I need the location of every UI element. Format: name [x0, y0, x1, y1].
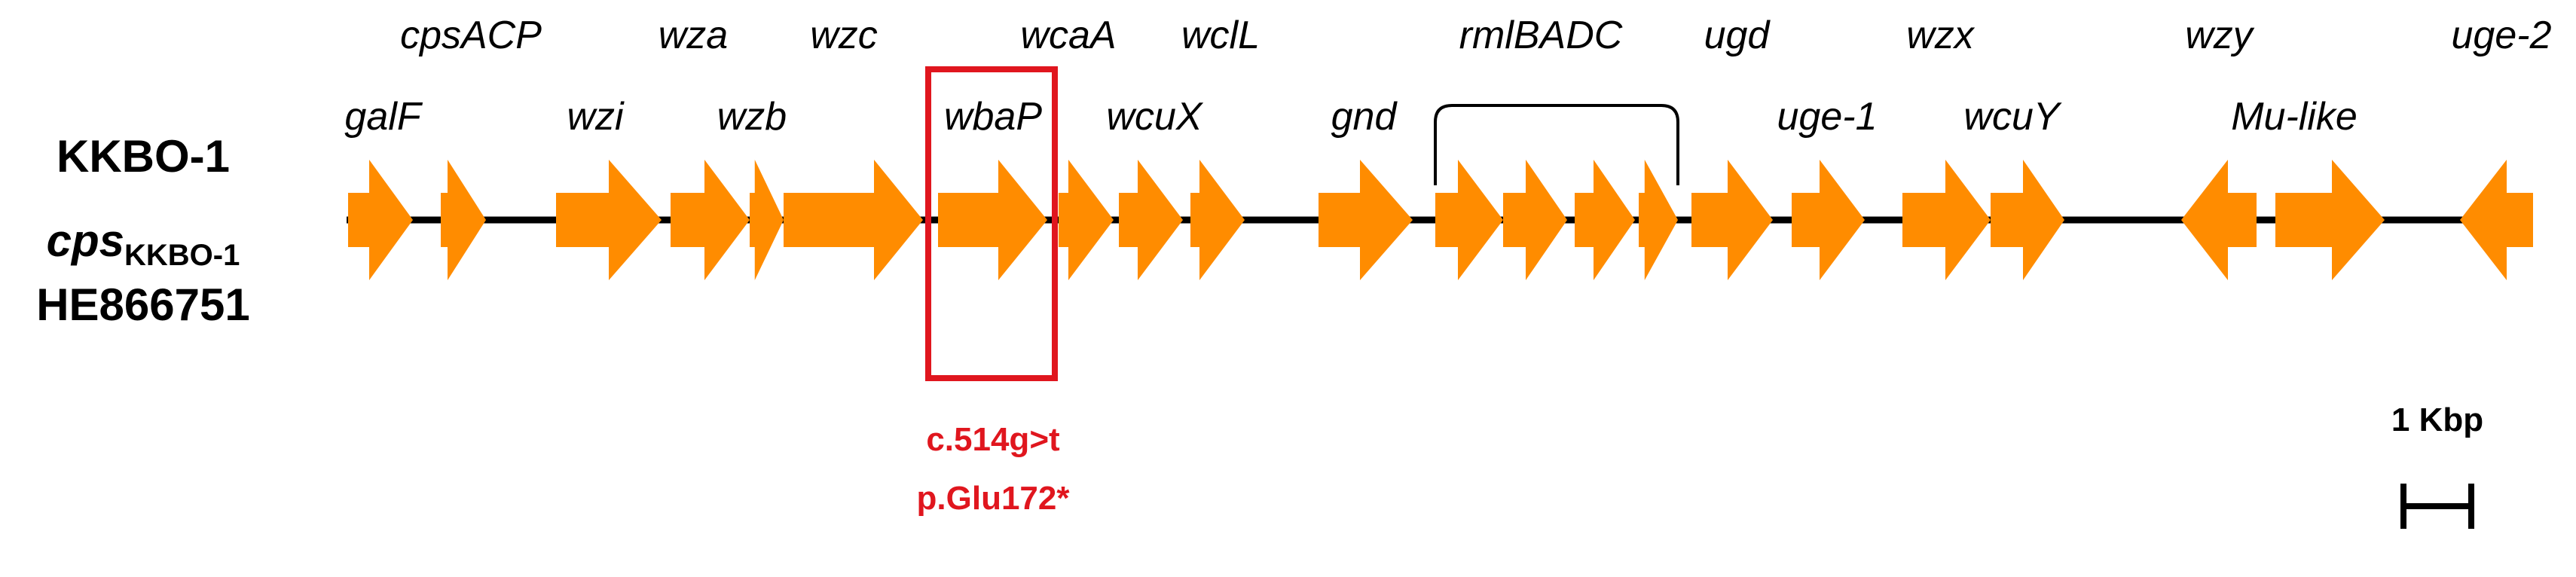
gene-arrow [556, 160, 662, 280]
gene-label-wclL: wclL [1181, 14, 1260, 57]
gene-label-wzb: wzb [717, 95, 787, 139]
gene-label-wcaA: wcaA [1020, 14, 1116, 57]
gene-label-wza: wza [659, 14, 728, 57]
mutation-protein: p.Glu172* [917, 480, 1071, 517]
gene-label-uge-1: uge-1 [1777, 95, 1878, 139]
gene-label-wcuY: wcuY [1963, 95, 2061, 139]
operon-bracket [1434, 104, 1679, 185]
gene-arrow [1503, 160, 1567, 280]
gene-label-wzy: wzy [2185, 14, 2255, 57]
gene-arrow [784, 160, 923, 280]
locus-main: cps [47, 215, 124, 266]
gene-label-cpsACP: cpsACP [400, 14, 542, 57]
gene-arrow [671, 160, 750, 280]
gene-label-ugd: ugd [1704, 14, 1771, 57]
gene-arrow [2181, 160, 2257, 280]
gene-arrow [441, 160, 486, 280]
gene-arrow [1059, 160, 1114, 280]
gene-arrow [2275, 160, 2385, 280]
scale-bar-label: 1 Kbp [2391, 401, 2483, 438]
strain-name: KKBO-1 [57, 131, 230, 182]
gene-arrow [1319, 160, 1413, 280]
gene-arrow [1792, 160, 1865, 280]
gene-arrow [1639, 160, 1678, 280]
gene-label-galF: galF [344, 95, 423, 139]
gene-arrow [1991, 160, 2064, 280]
gene-arrow [1190, 160, 1245, 280]
gene-arrow [1435, 160, 1503, 280]
gene-label-gnd: gnd [1331, 95, 1398, 139]
gene-label-wzx: wzx [1906, 14, 1976, 57]
gene-arrow [1691, 160, 1773, 280]
gene-arrow [1902, 160, 1991, 280]
mutation-nucleotide: c.514g>t [926, 421, 1060, 458]
gene-arrow [750, 160, 784, 280]
gene-label-wzi: wzi [567, 95, 625, 139]
gene-label-wzc: wzc [810, 14, 878, 57]
gene-label-wbaP: wbaP [944, 95, 1042, 139]
gene-arrow [1119, 160, 1183, 280]
gene-label-uge-2: uge-2 [2452, 14, 2552, 57]
gene-arrows [348, 160, 2533, 280]
locus-subscript: KKBO-1 [124, 239, 240, 272]
scale-bar [2400, 484, 2474, 529]
gene-label-Mu-like: Mu-like [2231, 95, 2358, 139]
gene-label-rmlBADC: rmlBADC [1459, 14, 1623, 57]
accession-number: HE866751 [36, 279, 250, 330]
gene-arrow [1575, 160, 1635, 280]
gene-arrow [348, 160, 413, 280]
highlight-box [925, 66, 1058, 381]
gene-arrow [938, 160, 1047, 280]
gene-arrow [2460, 160, 2533, 280]
gene-label-wcuX: wcuX [1106, 95, 1203, 139]
locus-label: cpsKKBO-1 [47, 215, 240, 272]
